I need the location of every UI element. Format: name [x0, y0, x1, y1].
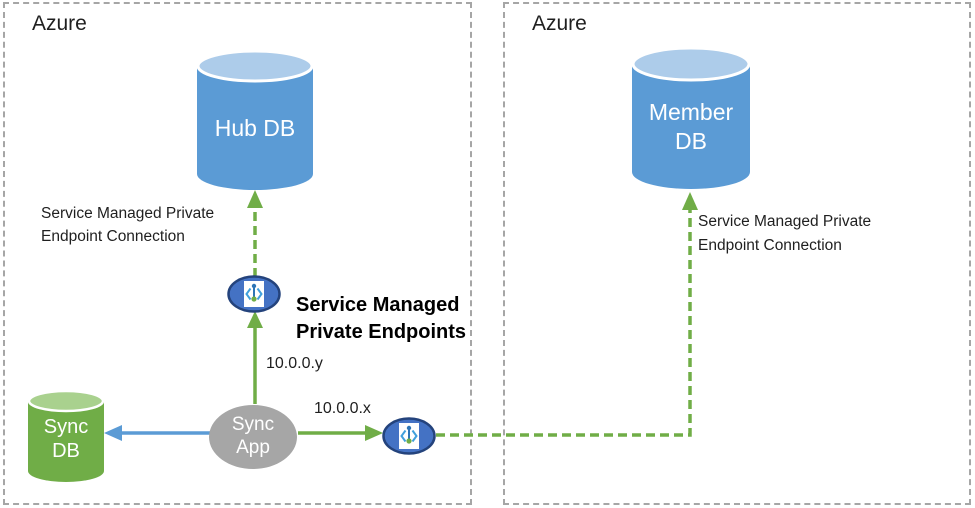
member-db-label: Member DB — [648, 99, 734, 154]
hub-db-label: Hub DB — [214, 114, 296, 141]
azure-label-left: Azure — [32, 12, 87, 35]
arrow-endpoint-to-member-db — [436, 192, 698, 437]
azure-boundary-left: Azure — [3, 2, 472, 505]
azure-boundary-right: Azure — [503, 2, 971, 505]
service-managed-private-endpoints-label: Service Managed Private Endpoints — [296, 294, 467, 343]
sync-app-label: Sync App — [231, 414, 275, 458]
ip-label-hub: 10.0.0.y — [266, 355, 323, 372]
private-endpoint-icon — [382, 417, 436, 455]
arrow-sync-app-to-sync-db — [104, 425, 212, 441]
arrow-sync-app-to-hub-endpoint — [247, 311, 263, 404]
sync-db-label: Sync DB — [43, 415, 89, 462]
member-connection-label: Service Managed Private Endpoint Connect… — [698, 213, 872, 254]
hub-db-cylinder: Hub DB — [196, 49, 314, 190]
azure-label-right: Azure — [532, 12, 587, 35]
member-db-cylinder: Member DB — [631, 46, 751, 189]
ip-label-member: 10.0.0.x — [314, 400, 371, 417]
private-endpoint-hub — [227, 275, 281, 313]
database-cylinder-icon — [631, 46, 751, 189]
sync-app-node: Sync App — [209, 405, 297, 469]
arrow-sync-app-to-member-endpoint — [298, 425, 383, 441]
arrow-endpoint-to-hub-db — [247, 190, 263, 277]
sync-db-cylinder: Sync DB — [27, 389, 105, 482]
private-endpoint-member — [382, 417, 436, 455]
private-endpoint-icon — [227, 275, 281, 313]
database-cylinder-icon — [196, 49, 314, 190]
hub-connection-label: Service Managed Private Endpoint Connect… — [41, 205, 215, 245]
database-cylinder-icon — [27, 389, 105, 482]
